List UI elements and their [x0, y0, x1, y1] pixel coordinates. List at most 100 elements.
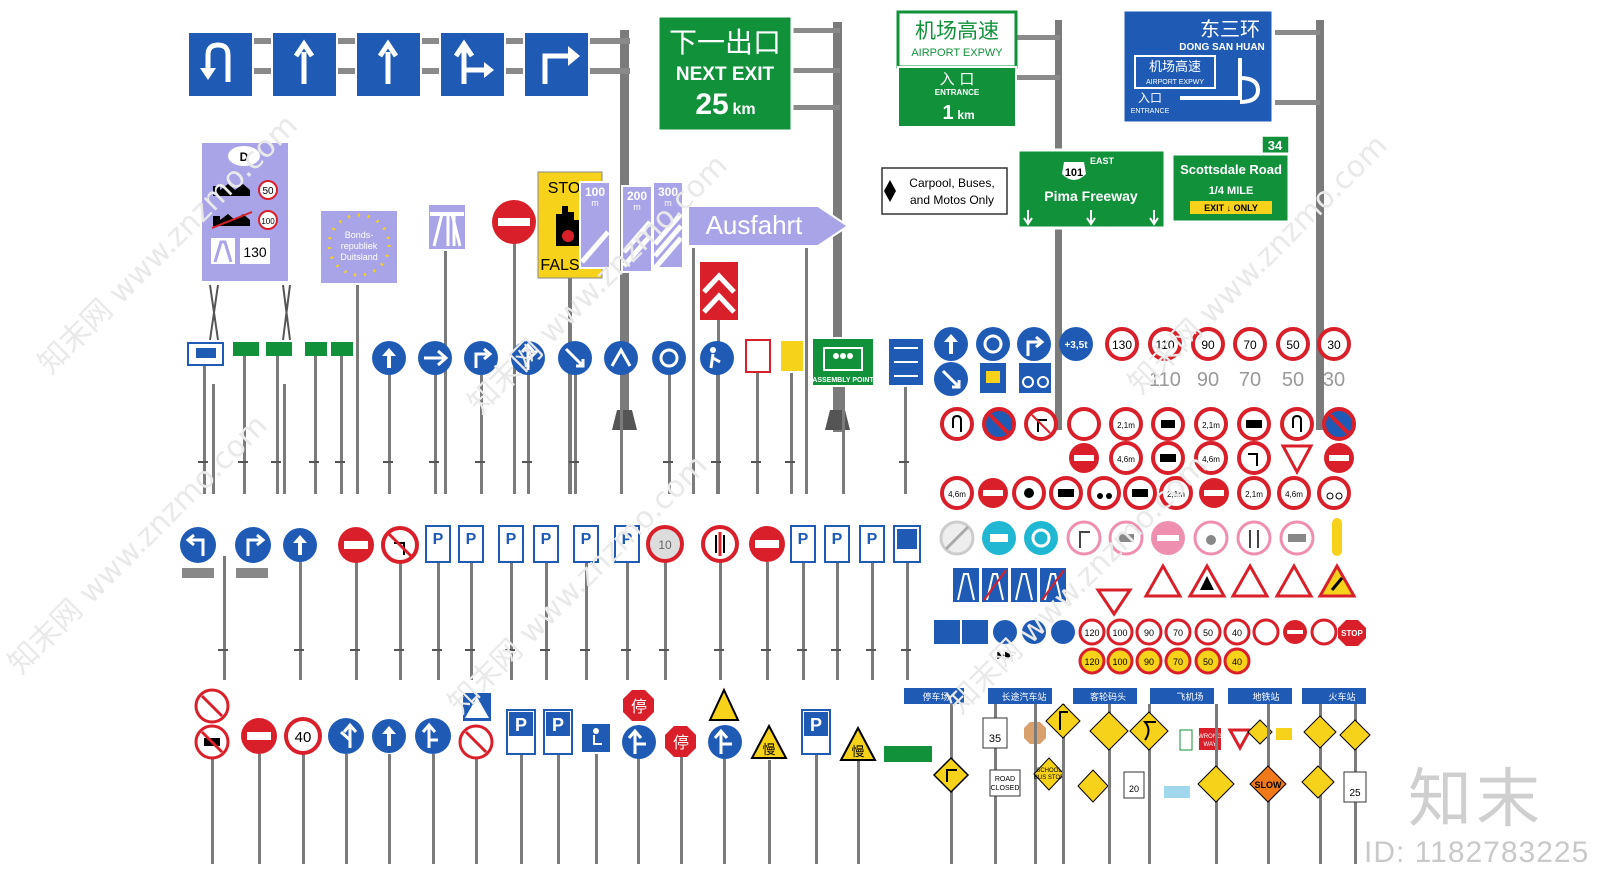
autovia-signs: [953, 568, 1066, 602]
airport-cn: 机场高速: [915, 19, 999, 43]
svg-text:WAY: WAY: [1204, 742, 1217, 748]
weight-limit: +3,5t: [1064, 340, 1088, 351]
svg-text:70: 70: [1239, 369, 1261, 391]
svg-text:BUS STOP: BUS STOP: [1034, 775, 1064, 781]
entrance-cn: 入 口: [940, 70, 975, 88]
ring-airport-cn: 机场高速: [1149, 59, 1201, 75]
assembly-text: ASSEMBLY POINT: [812, 377, 874, 384]
carpool-line1: Carpool, Buses,: [909, 176, 994, 190]
svg-text:P: P: [832, 531, 843, 548]
svg-text:70: 70: [1173, 657, 1183, 667]
pima-direction: EAST: [1090, 156, 1115, 166]
height-limit-3: 2,1m: [1167, 490, 1185, 499]
ring-airport-en: AIRPORT EXPWY: [1146, 79, 1204, 86]
german-speed-limits-sign: D 50 100 130: [200, 141, 291, 494]
stop-octagon-label: STOP: [1341, 629, 1363, 638]
mandatory-circles-row1: [372, 339, 805, 494]
faded-signs-row: [939, 518, 1342, 556]
svg-text:P: P: [581, 531, 592, 548]
next-exit-en: NEXT EXIT: [676, 64, 775, 85]
speed-50: 50: [1286, 338, 1300, 352]
scottsdale-exit-number: 34: [1268, 138, 1283, 153]
small-speed-90: 90: [1144, 628, 1154, 638]
width-limit-4: 4,6m: [1285, 490, 1303, 499]
next-exit-cn: 下一出口: [669, 26, 781, 59]
watermark-logo: 知末: [1408, 763, 1544, 837]
slow-sign: SLOW: [1255, 780, 1283, 790]
svg-text:50: 50: [1282, 369, 1304, 391]
chinese-stop-1: 停: [631, 697, 647, 716]
warning-triangles: [1095, 562, 1357, 617]
guide-ferry: 客轮码头: [1090, 691, 1126, 703]
prohibition-signs-grid: 2,1m 2,1m 4,6m 4,6m 4,6m 2,1m 2,1m 4,6m: [940, 407, 1356, 510]
svg-text:P: P: [541, 531, 552, 548]
svg-text:90: 90: [1144, 657, 1154, 667]
svg-text:P: P: [622, 531, 633, 548]
svg-text:P: P: [433, 531, 444, 548]
entrance-unit: km: [957, 108, 974, 122]
small-green-signs: [187, 342, 353, 494]
straight-arrow-sign: [271, 31, 338, 98]
small-speed-40: 40: [1232, 628, 1242, 638]
assembly-point-sign: ASSEMBLY POINT: [811, 337, 875, 494]
width-limit-1: 4,6m: [1117, 455, 1135, 464]
svg-text:P: P: [798, 531, 809, 548]
german-limit-100: 100: [261, 217, 275, 226]
ring-en: DONG SAN HUAN: [1179, 42, 1265, 53]
svg-text:P: P: [867, 531, 878, 548]
svg-text:▶▶: ▶▶: [997, 650, 1013, 661]
speed-110: 110: [1155, 338, 1174, 352]
chinese-slow-2: 慢: [851, 744, 864, 760]
svg-text:P: P: [506, 531, 517, 548]
motorway-sign: [427, 203, 467, 494]
german-limit-50: 50: [262, 186, 274, 197]
countdown-200: 200: [627, 189, 647, 203]
small-speed-70: 70: [1173, 628, 1183, 638]
airport-expressway-sign: 机场高速 AIRPORT EXPWY 入 口 ENTRANCE 1 km: [896, 10, 1018, 128]
small-speed-limits: 120 100 90 70 50 40 STOP 120 100 90 70 5…: [1078, 618, 1366, 675]
border-sign: Bonds- republiek Duitsland: [319, 209, 399, 494]
ring-cn: 东三环: [1200, 17, 1260, 41]
svg-text:republiek: republiek: [341, 241, 378, 251]
speed-30: 30: [1327, 338, 1341, 352]
lane-arrow-signs: [187, 31, 590, 98]
u-turn-sign: [187, 31, 254, 98]
straight-right-arrow-sign: [439, 31, 506, 98]
lane-direction-sign: [887, 337, 925, 494]
pima-freeway-sign: 101 EAST Pima Freeway: [1016, 148, 1167, 230]
ausfahrt-text: Ausfahrt: [706, 210, 804, 240]
svg-text:WRONG: WRONG: [1198, 734, 1222, 740]
scottsdale-distance: 1/4 MILE: [1209, 185, 1254, 197]
chinese-slow-1: 慢: [762, 742, 775, 758]
countdown-markers: 100 m 200 m 300 m: [579, 181, 684, 273]
watermark-id: ID: 1182783225: [1364, 836, 1590, 869]
svg-text:m: m: [633, 202, 641, 212]
svg-text:CLOSED: CLOSED: [991, 785, 1020, 792]
speed-130: 130: [1112, 338, 1132, 352]
height-limit-2: 2,1m: [1202, 421, 1220, 430]
svg-text:P: P: [552, 715, 564, 735]
chinese-guide-row: 停车场 长途汽车站 客轮码头 飞机场 地铁站 火车站: [904, 688, 1366, 704]
stop-sign-top: STO: [548, 180, 581, 197]
chevron-sign: [700, 262, 738, 494]
small-speed-120: 120: [1084, 628, 1099, 638]
pima-route: 101: [1065, 167, 1083, 179]
svg-text:P: P: [466, 531, 477, 548]
svg-text:Bonds-: Bonds-: [345, 230, 374, 240]
post-ticks: [198, 461, 911, 651]
middle-row-signs: P P P P P P 10 P P P: [180, 525, 921, 680]
us-signs: 35 ROAD CLOSED SCHOOL BUS STOP 20 WRONG …: [932, 703, 1371, 864]
guide-airport: 飞机场: [1176, 691, 1203, 703]
small-blue-signs: ▶▶: [934, 620, 1075, 661]
svg-text:SCHOOL: SCHOOL: [1036, 768, 1062, 774]
speed-90: 90: [1201, 338, 1215, 352]
scottsdale-name: Scottsdale Road: [1180, 162, 1282, 177]
guide-train: 火车站: [1328, 691, 1355, 703]
ring-entrance-cn: 入口: [1138, 91, 1162, 105]
next-exit-sign: 下一出口 NEXT EXIT 25 km: [656, 14, 794, 133]
svg-text:120: 120: [1084, 657, 1099, 667]
bottom-row-signs: 40 P P 停 停 慢 P 慢: [194, 687, 932, 864]
us-speed-20: 20: [1129, 784, 1139, 794]
